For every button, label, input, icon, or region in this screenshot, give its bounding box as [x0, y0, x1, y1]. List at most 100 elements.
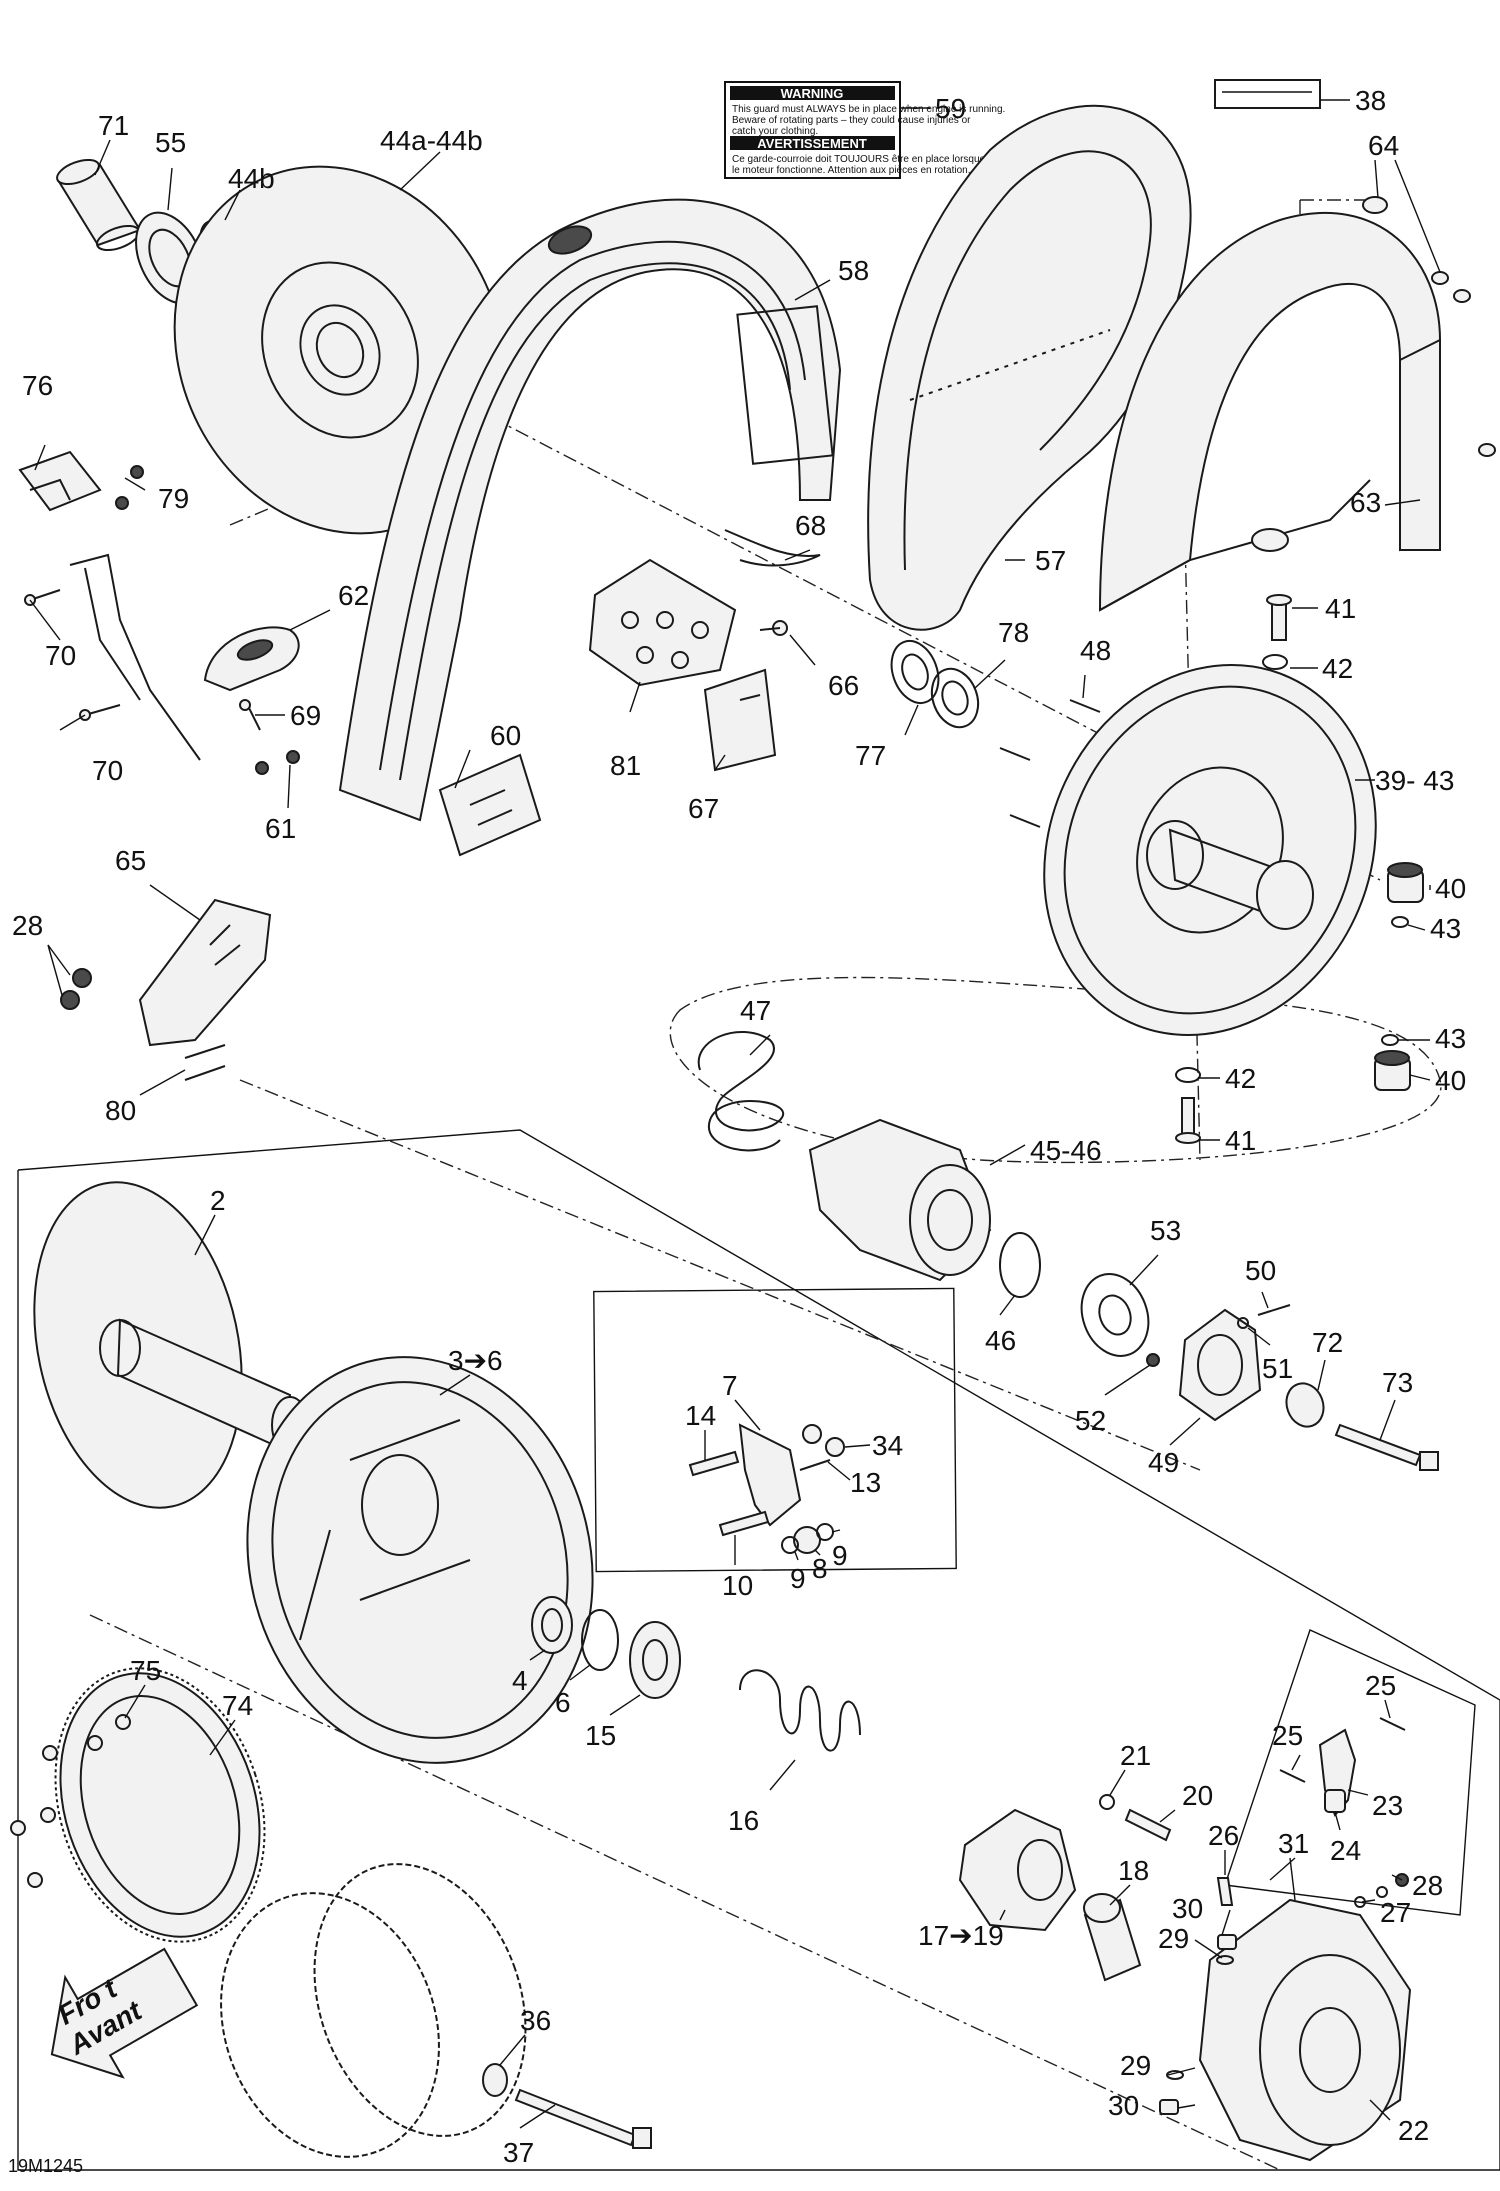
callout-75: 75 — [130, 1655, 161, 1686]
callout-61: 61 — [265, 813, 296, 844]
part-8-roller — [793, 1526, 821, 1554]
callout-38: 38 — [1355, 85, 1386, 116]
part-43-circlip-bottom — [1381, 1034, 1399, 1046]
part-47-spring — [697, 1031, 785, 1152]
callout-42-bottom: 42 — [1225, 1063, 1256, 1094]
part-40-roller-top — [1387, 862, 1424, 903]
part-67-hinge — [703, 668, 777, 772]
callout-29-bottom: 29 — [1120, 2050, 1151, 2081]
front-arrow: Fro t Avant — [50, 1947, 199, 2079]
part-17-spider — [958, 1808, 1077, 1932]
part-4-bushing — [531, 1596, 573, 1654]
part-61-nuts — [255, 750, 300, 775]
part-25-pins — [1279, 1717, 1406, 1783]
part-41-screw-top — [1266, 594, 1292, 641]
part-81-bracket — [588, 558, 737, 687]
callout-44a-44b: 44a-44b — [380, 125, 483, 156]
callout-28-top: 28 — [12, 910, 43, 941]
part-15-seal — [629, 1621, 681, 1699]
callout-55: 55 — [155, 127, 186, 158]
part-26-bolt — [1216, 1877, 1234, 1906]
part-14-pin — [688, 1450, 740, 1477]
callout-68: 68 — [795, 510, 826, 541]
callout-52: 52 — [1075, 1405, 1106, 1436]
part-73-bolt — [1334, 1423, 1439, 1471]
callout-63: 63 — [1350, 487, 1381, 518]
callout-73: 73 — [1382, 1367, 1413, 1398]
callout-42-top: 42 — [1322, 653, 1353, 684]
callout-26: 26 — [1208, 1820, 1239, 1851]
part-34-screws — [802, 1424, 845, 1457]
part-6-ring — [581, 1609, 619, 1671]
callout-60: 60 — [490, 720, 521, 751]
callout-16: 16 — [728, 1805, 759, 1836]
part-80-screws — [184, 1044, 226, 1081]
callout-74: 74 — [222, 1690, 253, 1721]
drawing-id: 19M1245 — [8, 2156, 83, 2176]
part-13-pin — [799, 1459, 831, 1471]
callout-80: 80 — [105, 1095, 136, 1126]
callout-30-top: 30 — [1172, 1893, 1203, 1924]
callout-67: 67 — [688, 793, 719, 824]
leader-lines — [29, 99, 1441, 2129]
part-70-bracket — [24, 553, 201, 761]
callout-18: 18 — [1118, 1855, 1149, 1886]
callout-9-right: 9 — [832, 1540, 848, 1571]
callout-21: 21 — [1120, 1740, 1151, 1771]
callout-23: 23 — [1372, 1790, 1403, 1821]
part-24-bushing — [1324, 1789, 1346, 1813]
callout-30-bottom: 30 — [1108, 2090, 1139, 2121]
callout-41-bottom: 41 — [1225, 1125, 1256, 1156]
part-10-pin — [718, 1510, 770, 1537]
callout-31: 31 — [1278, 1828, 1309, 1859]
callout-17-19: 17➔19 — [918, 1920, 1004, 1951]
part-40-roller-bottom — [1374, 1050, 1411, 1091]
part-74-ring-gear — [54, 1667, 266, 1943]
callout-78: 78 — [998, 617, 1029, 648]
part-42-washer-top — [1262, 654, 1288, 670]
part-71-bushing — [56, 158, 142, 252]
part-78-washer — [930, 667, 980, 729]
callout-45-46: 45-46 — [1030, 1135, 1102, 1166]
part-50-screw — [1257, 1304, 1291, 1316]
callout-59: 59 — [935, 93, 966, 124]
part-72-washer — [1285, 1382, 1325, 1428]
callout-47: 47 — [740, 995, 771, 1026]
warning-heading: WARNING — [781, 86, 844, 101]
part-38-decal — [1214, 79, 1321, 109]
callout-49: 49 — [1148, 1447, 1179, 1478]
part-63-cover — [1098, 211, 1441, 612]
part-45-cam — [808, 1118, 992, 1282]
callout-64: 64 — [1368, 130, 1399, 161]
part-41-screw-bottom — [1175, 1097, 1201, 1144]
part-30-weights — [1159, 1934, 1237, 2115]
part-7-lever — [738, 1423, 802, 1527]
callout-71: 71 — [98, 110, 129, 141]
callout-51: 51 — [1262, 1353, 1293, 1384]
part-60-plate — [438, 753, 542, 857]
callout-79: 79 — [158, 483, 189, 514]
callout-65: 65 — [115, 845, 146, 876]
callout-53: 53 — [1150, 1215, 1181, 1246]
callout-48: 48 — [1080, 635, 1111, 666]
callout-15: 15 — [585, 1720, 616, 1751]
callout-70-top: 70 — [45, 640, 76, 671]
part-18-bushing — [1083, 1893, 1142, 1982]
part-36-washer — [482, 2063, 508, 2097]
part-16-spring — [739, 1669, 861, 1752]
callout-2: 2 — [210, 1185, 226, 1216]
part-21-washer — [1099, 1794, 1115, 1810]
part-48-pins — [999, 699, 1101, 828]
callout-72: 72 — [1312, 1327, 1343, 1358]
callout-24: 24 — [1330, 1835, 1361, 1866]
part-64-rivets — [1362, 196, 1496, 457]
part-77-washer — [890, 640, 940, 704]
callout-50: 50 — [1245, 1255, 1276, 1286]
part-69-pin — [239, 699, 261, 731]
callout-6: 6 — [555, 1687, 571, 1718]
part-76-clip — [18, 450, 102, 512]
callout-10: 10 — [722, 1570, 753, 1601]
avertissement-heading: AVERTISSEMENT — [757, 136, 867, 151]
part-51-washer — [1237, 1317, 1249, 1329]
part-58-belt-guard — [338, 198, 842, 822]
